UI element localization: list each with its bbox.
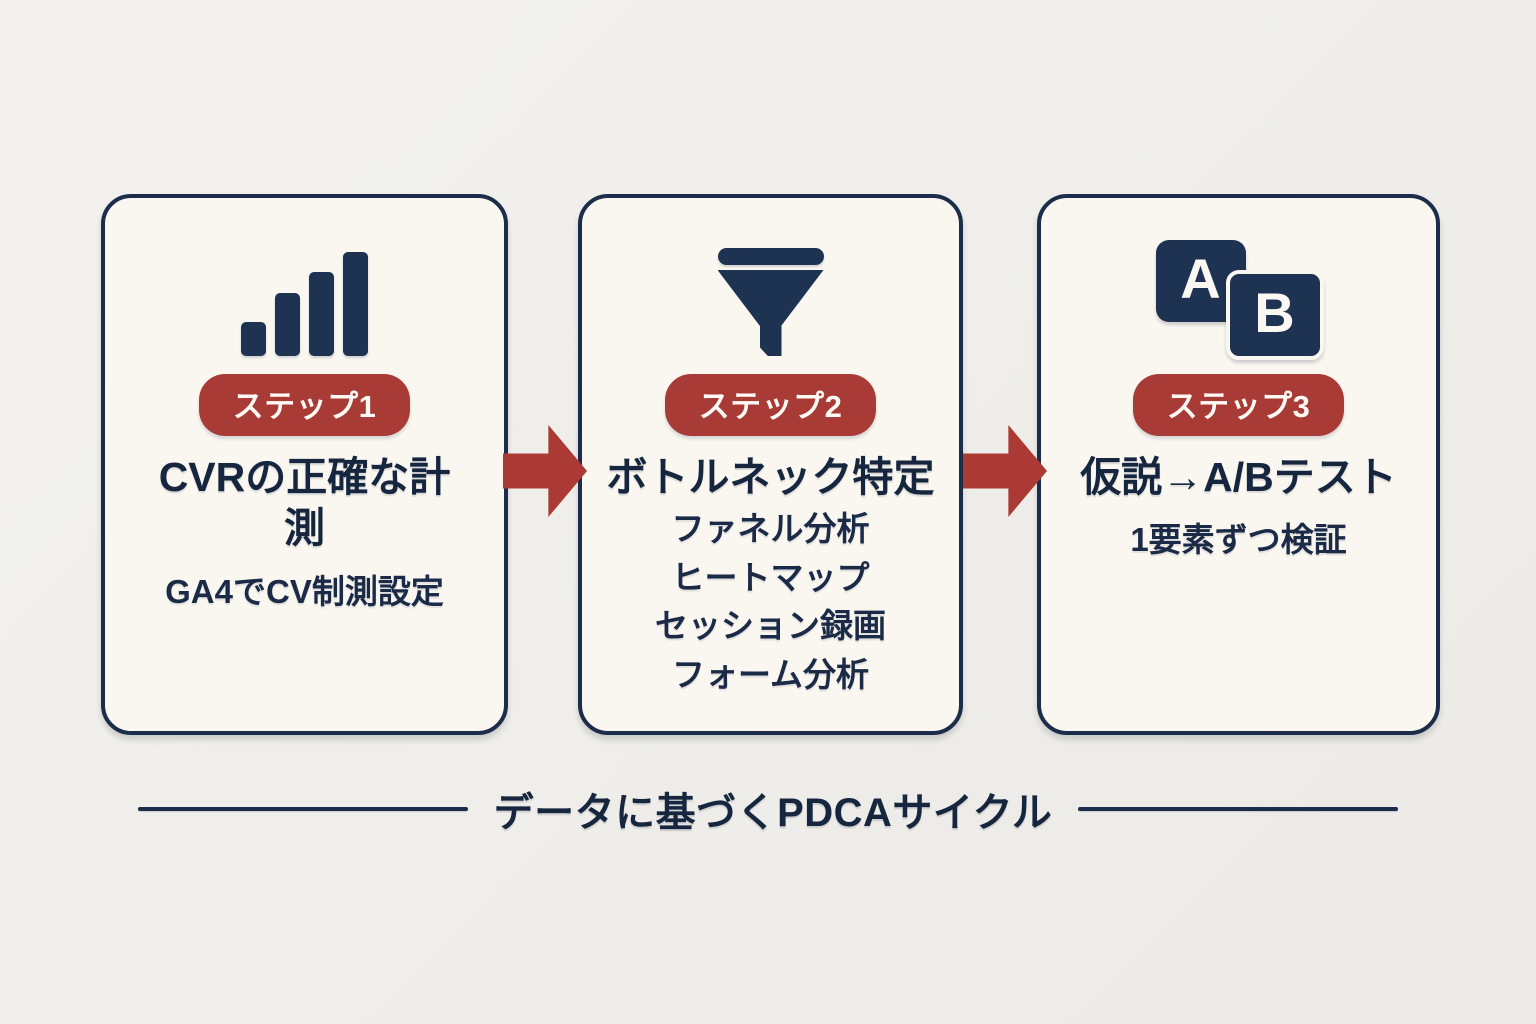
step-title-2: ボトルネック特定 <box>606 454 935 500</box>
arrow-step1-to-step2 <box>503 425 587 517</box>
arrow-step2-to-step3 <box>963 425 1047 517</box>
footer-label: データに基づくPDCAサイクル <box>493 791 1053 835</box>
step-subtitle-3: 1要素ずつ検証 <box>1130 521 1347 559</box>
ab-test-icon: A B <box>1155 232 1324 360</box>
step-badge-2: ステップ2 <box>664 374 877 436</box>
footer-caption: データに基づくPDCAサイクル <box>0 778 1536 840</box>
list-item: フォーム分析 <box>671 655 869 693</box>
step-title-1: CVRの正確な計測 <box>158 454 451 552</box>
step-card-2[interactable]: ステップ2 ボトルネック特定 ファネル分析 ヒートマップ セッション録画 フォー… <box>578 194 963 735</box>
step-badge-3: ステップ3 <box>1132 374 1345 436</box>
step-badge-1: ステップ1 <box>198 374 411 436</box>
step-2-bullet-list: ファネル分析 ヒートマップ セッション録画 フォーム分析 <box>655 505 886 699</box>
list-item: ファネル分析 <box>671 510 870 548</box>
list-item: ヒートマップ <box>671 558 870 596</box>
step-card-1[interactable]: ステップ1 CVRの正確な計測 GA4でCV制測設定 <box>101 194 508 735</box>
bar-chart-icon <box>241 232 368 356</box>
step-card-3[interactable]: A B ステップ3 仮説→A/Bテスト 1要素ずつ検証 <box>1037 194 1440 735</box>
footer-rule-left <box>137 807 468 811</box>
list-item: セッション録画 <box>655 607 886 645</box>
ab-tile-b: B <box>1225 270 1324 360</box>
footer-rule-right <box>1078 807 1399 811</box>
step-subtitle-1: GA4でCV制測設定 <box>165 572 444 610</box>
funnel-icon <box>714 232 828 356</box>
step-title-3: 仮説→A/Bテスト <box>1080 454 1397 500</box>
